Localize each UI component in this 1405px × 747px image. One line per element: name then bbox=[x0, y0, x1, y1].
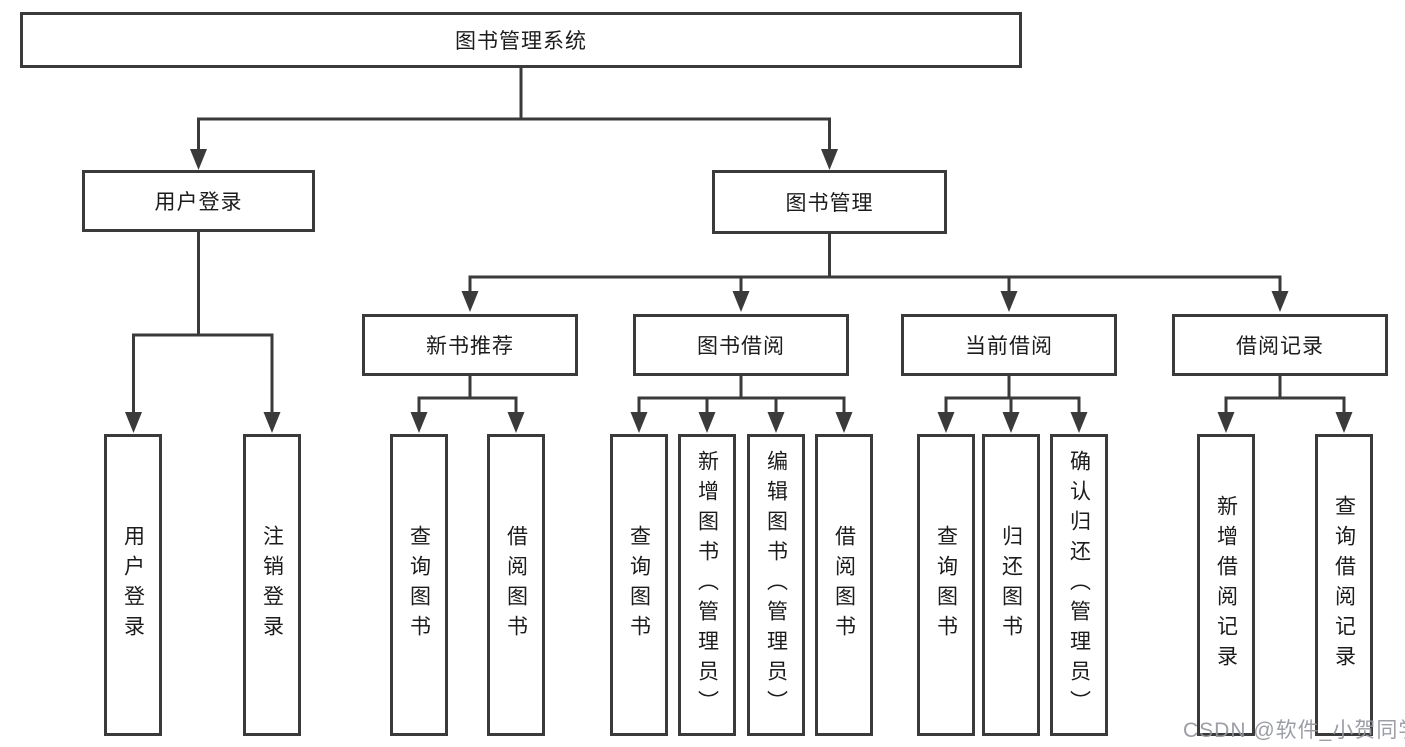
watermark: CSDN @软件_小贺同学 bbox=[1183, 719, 1405, 742]
node-borrowing-records-label: 借阅记录 bbox=[1236, 335, 1324, 358]
node-book-management-label: 图书管理 bbox=[785, 192, 874, 215]
node-book-borrowing-label: 图书借阅 bbox=[697, 335, 785, 358]
node-leaf-query-books-recommend-label: 查询图书 bbox=[407, 525, 431, 645]
node-leaf-query-borrow-record-label: 查询借阅记录 bbox=[1332, 495, 1356, 675]
node-leaf-query-books-current: 查询图书 bbox=[917, 434, 975, 736]
node-leaf-logout: 注销登录 bbox=[243, 434, 301, 736]
node-leaf-logout-label: 注销登录 bbox=[260, 525, 284, 645]
node-leaf-borrow-books-borrow: 借阅图书 bbox=[815, 434, 873, 736]
node-leaf-confirm-return-admin: 确认归还（管理员） bbox=[1050, 434, 1108, 736]
node-borrowing-records: 借阅记录 bbox=[1172, 314, 1388, 376]
node-leaf-add-borrow-record: 新增借阅记录 bbox=[1197, 434, 1255, 736]
node-leaf-borrow-books-recommend-label: 借阅图书 bbox=[504, 525, 528, 645]
node-user-login: 用户登录 bbox=[82, 170, 315, 232]
node-leaf-borrow-books-borrow-label: 借阅图书 bbox=[832, 525, 856, 645]
node-current-borrowing-label: 当前借阅 bbox=[965, 335, 1053, 358]
node-leaf-add-books-admin: 新增图书（管理员） bbox=[678, 434, 736, 736]
node-leaf-confirm-return-admin-label: 确认归还（管理员） bbox=[1067, 450, 1091, 720]
node-new-book-recommendation-label: 新书推荐 bbox=[426, 335, 514, 358]
node-current-borrowing: 当前借阅 bbox=[901, 314, 1117, 376]
node-leaf-add-books-admin-label: 新增图书（管理员） bbox=[695, 450, 719, 720]
node-leaf-query-books-recommend: 查询图书 bbox=[390, 434, 448, 736]
node-book-management: 图书管理 bbox=[712, 170, 947, 234]
node-leaf-query-borrow-record: 查询借阅记录 bbox=[1315, 434, 1373, 736]
node-leaf-user-login-label: 用户登录 bbox=[121, 525, 145, 645]
node-leaf-edit-books-admin: 编辑图书（管理员） bbox=[747, 434, 805, 736]
node-leaf-user-login: 用户登录 bbox=[104, 434, 162, 736]
node-leaf-query-books-current-label: 查询图书 bbox=[934, 525, 958, 645]
node-book-borrowing: 图书借阅 bbox=[633, 314, 849, 376]
node-leaf-borrow-books-recommend: 借阅图书 bbox=[487, 434, 545, 736]
node-leaf-edit-books-admin-label: 编辑图书（管理员） bbox=[764, 450, 788, 720]
node-leaf-return-books: 归还图书 bbox=[982, 434, 1040, 736]
node-leaf-return-books-label: 归还图书 bbox=[999, 525, 1023, 645]
node-user-login-label: 用户登录 bbox=[154, 191, 243, 214]
node-leaf-add-borrow-record-label: 新增借阅记录 bbox=[1214, 495, 1238, 675]
node-root-label: 图书管理系统 bbox=[455, 30, 587, 53]
node-leaf-query-books-borrow-label: 查询图书 bbox=[627, 525, 651, 645]
node-root: 图书管理系统 bbox=[20, 12, 1022, 68]
node-leaf-query-books-borrow: 查询图书 bbox=[610, 434, 668, 736]
node-new-book-recommendation: 新书推荐 bbox=[362, 314, 578, 376]
